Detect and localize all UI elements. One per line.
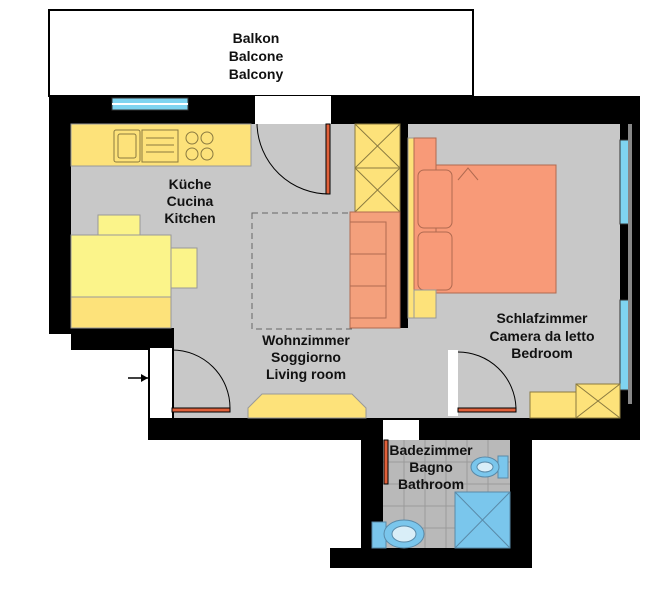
label-bedroom-de: Schlafzimmer [496, 310, 588, 326]
windows [111, 97, 632, 404]
balcony-area [48, 9, 474, 97]
dining-table [70, 214, 198, 329]
label-balcony-it: Balcone [229, 48, 284, 64]
label-bedroom: Schlafzimmer Camera da letto Bedroom [489, 310, 594, 361]
label-bedroom-it: Camera da letto [489, 328, 594, 344]
sofa [349, 211, 401, 329]
sink-icon [113, 129, 179, 163]
door-openings [150, 96, 458, 440]
label-bathroom: Badezimmer Bagno Bathroom [389, 442, 473, 492]
label-living-it: Soggiorno [271, 349, 341, 365]
label-bathroom-de: Badezimmer [389, 442, 473, 458]
bed [413, 137, 557, 319]
label-kitchen: Küche Cucina Kitchen [164, 176, 215, 226]
label-bathroom-en: Bathroom [398, 476, 464, 492]
door-bedroom [457, 407, 517, 413]
label-living: Wohnzimmer Soggiorno Living room [262, 332, 350, 382]
window-bedroom-top [619, 139, 630, 225]
wardrobe [354, 123, 401, 213]
living-cabinet [247, 393, 367, 419]
label-balcony-en: Balcony [229, 66, 284, 82]
door-bathroom [383, 439, 389, 485]
door-entrance [171, 407, 231, 413]
label-bathroom-it: Bagno [409, 459, 453, 475]
label-kitchen-en: Kitchen [164, 210, 215, 226]
label-balcony: Balkon Balcone Balcony [229, 30, 284, 82]
label-living-en: Living room [266, 366, 346, 382]
label-bedroom-en: Bedroom [511, 345, 572, 361]
entrance-arrow-icon [128, 374, 148, 382]
bathroom-fixtures [371, 455, 511, 549]
bedroom-desk [529, 383, 621, 419]
shower-icon [454, 491, 511, 549]
label-living-de: Wohnzimmer [262, 332, 350, 348]
doors [171, 123, 517, 485]
window-bedroom-bottom [619, 299, 630, 391]
bedroom-wall-strip [407, 137, 415, 319]
label-balcony-de: Balkon [233, 30, 280, 46]
kitchen-counter [70, 123, 252, 167]
stove-icon [185, 131, 214, 161]
washbasin-icon [371, 519, 425, 549]
label-kitchen-it: Cucina [167, 193, 214, 209]
toilet-icon [470, 455, 509, 479]
label-kitchen-de: Küche [169, 176, 212, 192]
door-balcony [325, 123, 331, 195]
walls [49, 96, 640, 568]
